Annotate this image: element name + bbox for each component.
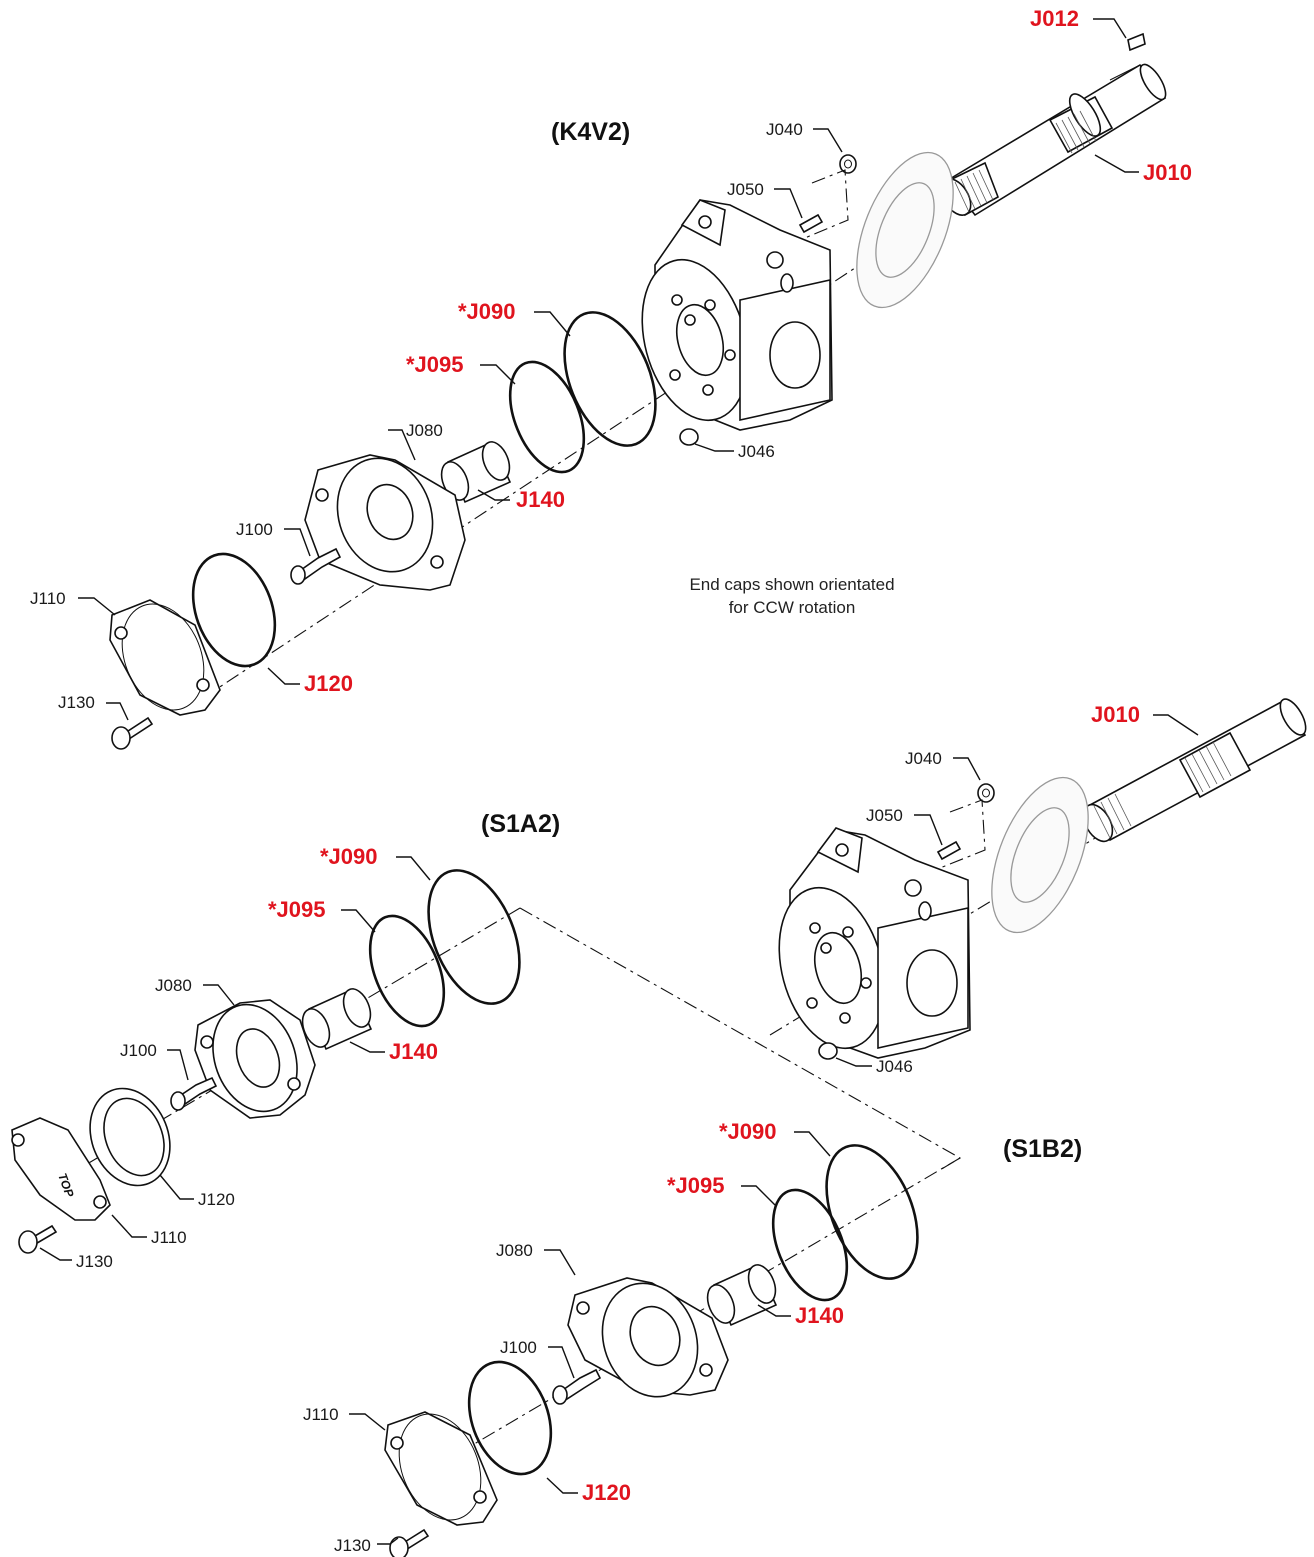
- shaft-part-j010: [940, 63, 1167, 217]
- seal-ring-j090-s1a2: [427, 869, 521, 1005]
- rotation-note: End caps shown orientated for CCW rotati…: [652, 574, 932, 620]
- callout-j100-s1a2: J100: [120, 1041, 157, 1060]
- callout-j046-second: J046: [876, 1057, 913, 1076]
- callout-j140: J140: [516, 487, 565, 512]
- cover-plate-part-j110: [109, 599, 221, 716]
- dowel-part-j050-second: [936, 840, 962, 861]
- callout-j090-s1b2: *J090: [719, 1119, 777, 1144]
- seal-ring-j095-s1b2: [771, 1188, 849, 1302]
- k4v2-leaders: [78, 18, 1139, 721]
- callout-j110-s1b2: J110: [303, 1405, 339, 1424]
- port-plate-part-second: [991, 776, 1089, 934]
- callout-j080-s1a2: J080: [155, 976, 192, 995]
- callout-j120-s1b2: J120: [582, 1480, 631, 1505]
- callout-j050: J050: [727, 180, 764, 199]
- k4v2-assembly: [78, 18, 1167, 750]
- callout-j095-s1b2: *J095: [667, 1173, 725, 1198]
- callout-j010-second: J010: [1091, 702, 1140, 727]
- callout-j090: *J090: [458, 299, 516, 324]
- end-cap-part-j080-s1a2: [194, 999, 316, 1119]
- housing-part-second: [778, 827, 971, 1059]
- screw-part-j100: [290, 547, 342, 585]
- cover-plate-part-j110-s1a2: TOP: [11, 1117, 111, 1221]
- callout-j140-s1a2: J140: [389, 1039, 438, 1064]
- callout-j100-s1b2: J100: [500, 1338, 537, 1357]
- shaft-part-j010-second: [1082, 698, 1307, 843]
- callout-j130-s1b2: J130: [334, 1536, 371, 1555]
- callout-j095-s1a2: *J095: [268, 897, 326, 922]
- callout-j130: J130: [58, 693, 95, 712]
- seal-plate-part-j120-s1a2: [89, 1087, 171, 1187]
- screw-part-j100-s1b2: [552, 1368, 602, 1405]
- callout-j095: *J095: [406, 352, 464, 377]
- second-housing-assembly: [769, 698, 1307, 1067]
- callout-j012: J012: [1030, 6, 1079, 31]
- screw-part-j100-s1a2: [170, 1076, 218, 1111]
- bolt-part-j130-s1b2: [389, 1528, 430, 1557]
- seal-ring-j090-s1b2: [825, 1144, 919, 1280]
- heading-s1a2: (S1A2): [481, 810, 561, 838]
- rotation-note-line2: for CCW rotation: [728, 597, 856, 617]
- bolt-part-j130-s1a2: [18, 1224, 58, 1254]
- callout-j130-s1a2: J130: [76, 1252, 113, 1271]
- callout-j050-second: J050: [866, 806, 903, 825]
- rotation-note-line1: End caps shown orientated: [689, 575, 895, 594]
- seal-ring-j095: [508, 360, 586, 474]
- plug-part-j046-second: [818, 1042, 838, 1060]
- callout-j090-s1a2: *J090: [320, 844, 378, 869]
- callout-j046: J046: [738, 442, 775, 461]
- heading-k4v2: (K4V2): [551, 118, 631, 146]
- s1b2-assembly: [349, 1131, 961, 1557]
- port-plate-part: [856, 151, 954, 309]
- bushing-part-j140-s1b2: [706, 1263, 778, 1327]
- callout-j120-s1a2: J120: [198, 1190, 235, 1209]
- seal-ring-j095-s1a2: [368, 914, 446, 1028]
- end-cap-part-j080: [304, 454, 466, 591]
- heading-s1b2: (S1B2): [1003, 1135, 1083, 1163]
- plug-part-j046: [679, 428, 699, 446]
- s1a2-leaders: [39, 856, 431, 1261]
- callout-j010: J010: [1143, 160, 1192, 185]
- o-ring-j120-s1b2: [467, 1360, 553, 1476]
- s1b2-leaders: [349, 1131, 831, 1545]
- callout-j140-s1b2: J140: [795, 1303, 844, 1328]
- callout-j110: J110: [30, 589, 66, 608]
- dowel-part-j050: [798, 213, 824, 234]
- o-ring-j120: [191, 552, 277, 668]
- end-cap-part-j080-s1b2: [567, 1277, 729, 1398]
- second-housing-leaders: [835, 714, 1199, 1067]
- callout-j100: J100: [236, 520, 273, 539]
- plug-part-j040-second: [977, 783, 995, 803]
- plug-part-j040: [839, 154, 857, 174]
- callout-j120: J120: [304, 671, 353, 696]
- callout-j080-s1b2: J080: [496, 1241, 533, 1260]
- callout-j040-second: J040: [905, 749, 942, 768]
- key-part-j012: [1127, 32, 1146, 52]
- bolt-part-j130: [111, 716, 154, 750]
- s1a2-assembly: TOP: [11, 856, 521, 1261]
- callout-j080: J080: [406, 421, 443, 440]
- callout-j040: J040: [766, 120, 803, 139]
- callout-j110-s1a2: J110: [151, 1228, 187, 1247]
- bushing-part-j140-s1a2: [301, 987, 373, 1051]
- cover-plate-part-j110-s1b2: [384, 1411, 498, 1526]
- housing-part: [641, 199, 833, 431]
